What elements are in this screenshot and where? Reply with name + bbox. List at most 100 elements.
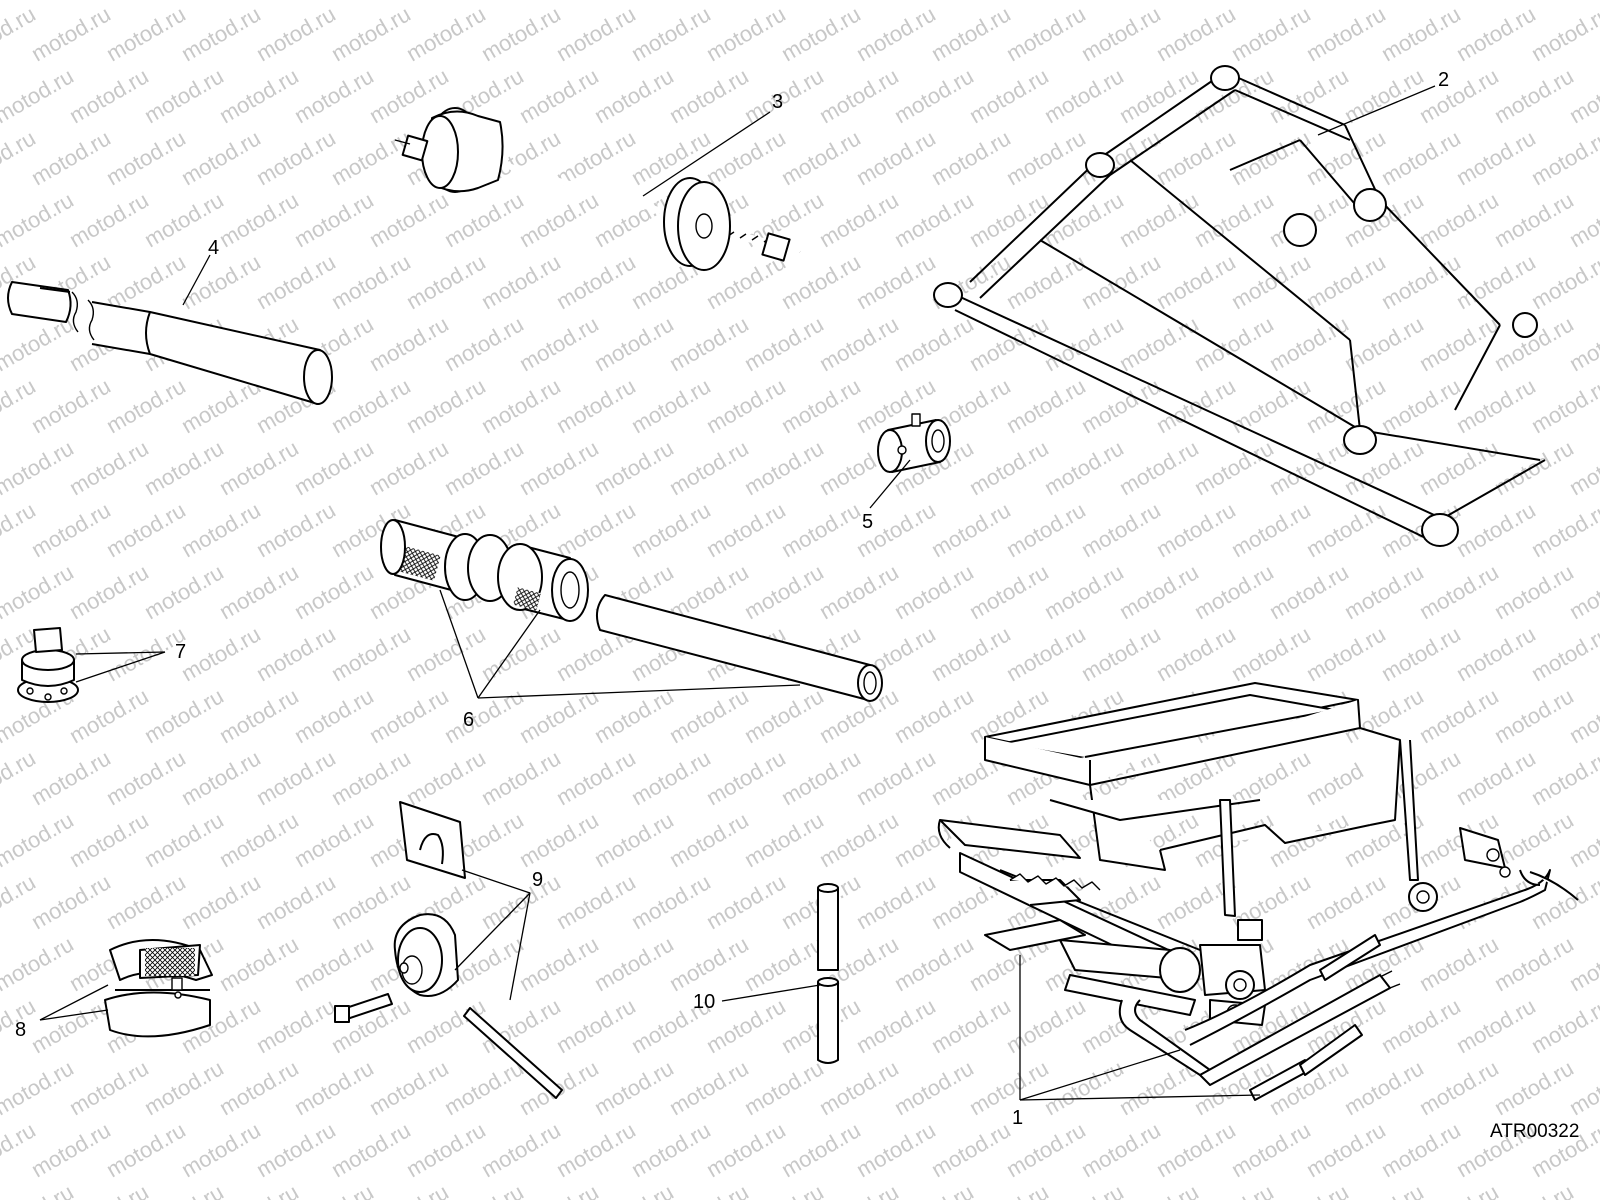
watermark-text: motod.ru bbox=[890, 0, 978, 4]
watermark-text: motod.ru bbox=[252, 249, 340, 314]
part-3-bearing-puller bbox=[394, 107, 802, 271]
watermark-text: motod.ru bbox=[1302, 1, 1390, 66]
watermark-text: motod.ru bbox=[890, 683, 978, 748]
watermark-text: motod.ru bbox=[1452, 621, 1540, 686]
watermark-text: motod.ru bbox=[1115, 311, 1203, 376]
watermark-text: motod.ru bbox=[702, 745, 790, 810]
watermark-text: motod.ru bbox=[290, 559, 378, 624]
watermark-text: motod.ru bbox=[1452, 993, 1540, 1058]
watermark-text: motod.ru bbox=[65, 435, 153, 500]
watermark-text: motod.ru bbox=[852, 869, 940, 934]
watermark-text: motod.ru bbox=[1490, 931, 1578, 996]
watermark-text: motod.ru bbox=[1227, 1117, 1315, 1182]
watermark-text: motod.ru bbox=[65, 807, 153, 872]
watermark-text: motod.ru bbox=[1227, 373, 1315, 438]
watermark-text: motod.ru bbox=[1527, 497, 1600, 562]
watermark-text: motod.ru bbox=[627, 497, 715, 562]
watermark-text: motod.ru bbox=[515, 63, 603, 128]
watermark-text: motod.ru bbox=[1377, 993, 1465, 1058]
watermark-text: motod.ru bbox=[1452, 125, 1540, 190]
watermark-text: motod.ru bbox=[0, 931, 78, 996]
watermark-text: motod.ru bbox=[1040, 311, 1128, 376]
watermark-text: motod.ru bbox=[215, 807, 303, 872]
watermark-text: motod.ru bbox=[1227, 497, 1315, 562]
watermark-text: motod.ru bbox=[1152, 125, 1240, 190]
watermark-text: motod.ru bbox=[927, 621, 1015, 686]
callout-5: 5 bbox=[862, 511, 873, 533]
watermark-text: motod.ru bbox=[1527, 745, 1600, 810]
watermark-text: motod.ru bbox=[477, 1117, 565, 1182]
watermark-text: motod.ru bbox=[1040, 0, 1128, 4]
watermark-text: motod.ru bbox=[665, 63, 753, 128]
watermark-text: motod.ru bbox=[627, 1, 715, 66]
watermark-text: motod.ru bbox=[215, 683, 303, 748]
watermark-text: motod.ru bbox=[515, 311, 603, 376]
watermark-text: motod.ru bbox=[102, 745, 190, 810]
watermark-text: motod.ru bbox=[590, 63, 678, 128]
watermark-text: motod.ru bbox=[590, 311, 678, 376]
watermark-text: motod.ru bbox=[1115, 187, 1203, 252]
watermark-text: motod.ru bbox=[1265, 311, 1353, 376]
drawing-code: ATR00322 bbox=[1490, 1121, 1579, 1142]
watermark-text: motod.ru bbox=[665, 931, 753, 996]
watermark-text: motod.ru bbox=[665, 807, 753, 872]
watermark-text: motod.ru bbox=[1115, 559, 1203, 624]
watermark-text: motod.ru bbox=[0, 63, 78, 128]
watermark-text: motod.ru bbox=[1340, 0, 1428, 4]
watermark-text: motod.ru bbox=[477, 745, 565, 810]
watermark-text: motod.ru bbox=[965, 1179, 1053, 1200]
part-7-socket bbox=[17, 627, 79, 703]
watermark-text: motod.ru bbox=[965, 63, 1053, 128]
watermark-text: motod.ru bbox=[402, 621, 490, 686]
watermark-text: motod.ru bbox=[477, 249, 565, 314]
watermark-text: motod.ru bbox=[402, 1, 490, 66]
watermark-text: motod.ru bbox=[740, 435, 828, 500]
callout-7: 7 bbox=[175, 641, 186, 663]
watermark-text: motod.ru bbox=[177, 125, 265, 190]
watermark-text: motod.ru bbox=[252, 125, 340, 190]
watermark-text: motod.ru bbox=[1115, 435, 1203, 500]
watermark-text: motod.ru bbox=[1077, 621, 1165, 686]
watermark-text: motod.ru bbox=[1340, 1179, 1428, 1200]
watermark-text: motod.ru bbox=[965, 435, 1053, 500]
watermark-text: motod.ru bbox=[1152, 1117, 1240, 1182]
watermark-text: motod.ru bbox=[1190, 1179, 1278, 1200]
watermark-text: motod.ru bbox=[665, 311, 753, 376]
watermark-text: motod.ru bbox=[702, 373, 790, 438]
watermark-text: motod.ru bbox=[290, 63, 378, 128]
watermark-text: motod.ru bbox=[1565, 0, 1600, 4]
watermark-text: motod.ru bbox=[27, 497, 115, 562]
watermark-text: motod.ru bbox=[215, 435, 303, 500]
watermark-text: motod.ru bbox=[290, 1179, 378, 1200]
watermark-text: motod.ru bbox=[665, 1179, 753, 1200]
watermark-text: motod.ru bbox=[740, 63, 828, 128]
watermark-text: motod.ru bbox=[890, 311, 978, 376]
watermark-text: motod.ru bbox=[665, 435, 753, 500]
watermark-text: motod.ru bbox=[1452, 373, 1540, 438]
watermark-text: motod.ru bbox=[1115, 1179, 1203, 1200]
watermark-text: motod.ru bbox=[1302, 373, 1390, 438]
watermark-text: motod.ru bbox=[627, 745, 715, 810]
watermark-text: motod.ru bbox=[290, 187, 378, 252]
watermark-text: motod.ru bbox=[365, 683, 453, 748]
watermark-text: motod.ru bbox=[1377, 1117, 1465, 1182]
watermark-text: motod.ru bbox=[515, 931, 603, 996]
watermark-text: motod.ru bbox=[252, 1117, 340, 1182]
watermark-text: motod.ru bbox=[815, 311, 903, 376]
watermark-text: motod.ru bbox=[27, 1117, 115, 1182]
watermark-text: motod.ru bbox=[1152, 621, 1240, 686]
watermark-text: motod.ru bbox=[177, 869, 265, 934]
watermark-text: motod.ru bbox=[177, 249, 265, 314]
watermark-text: motod.ru bbox=[477, 621, 565, 686]
watermark-text: motod.ru bbox=[552, 249, 640, 314]
leader-lines bbox=[39, 85, 1436, 1101]
watermark-text: motod.ru bbox=[1527, 869, 1600, 934]
watermark-text: motod.ru bbox=[1040, 559, 1128, 624]
watermark-text: motod.ru bbox=[177, 1117, 265, 1182]
watermark-text: motod.ru bbox=[515, 807, 603, 872]
watermark-text: motod.ru bbox=[140, 0, 228, 4]
watermark-text: motod.ru bbox=[1190, 559, 1278, 624]
watermark-text: motod.ru bbox=[290, 931, 378, 996]
watermark-text: motod.ru bbox=[927, 993, 1015, 1058]
watermark-text: motod.ru bbox=[815, 187, 903, 252]
